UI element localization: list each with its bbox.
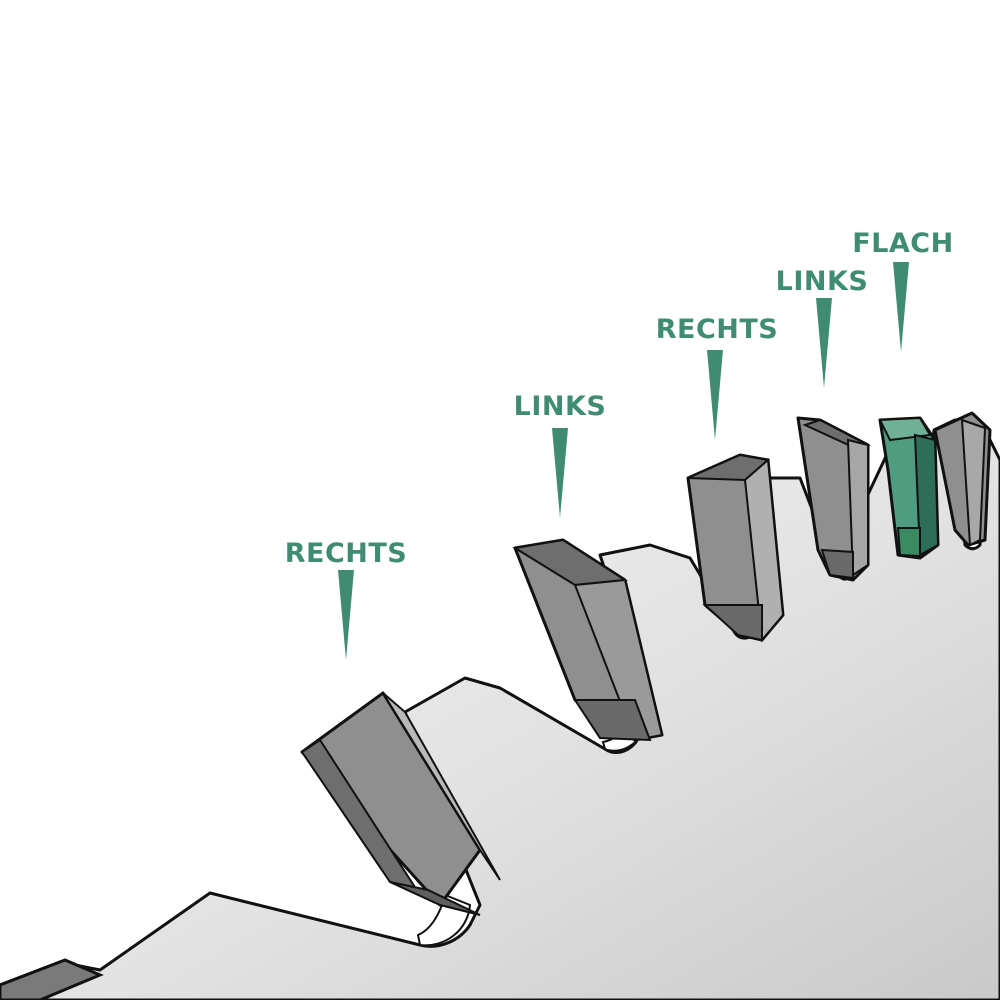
label-rechts-2: RECHTS <box>656 314 779 345</box>
pointer-rechts-1 <box>338 570 354 660</box>
label-links-1: LINKS <box>514 391 607 422</box>
tooth-links-2 <box>796 416 871 582</box>
tooth-flach <box>878 416 940 560</box>
label-rechts-1: RECHTS <box>285 538 408 569</box>
tooth-partial-right <box>933 411 992 547</box>
tooth-rechts-2 <box>686 453 785 643</box>
tooth-partial <box>0 958 104 1000</box>
pointer-rechts-2 <box>707 350 723 440</box>
label-links-2: LINKS <box>776 266 869 297</box>
pointer-links-1 <box>552 428 568 518</box>
pointer-flach <box>893 262 909 352</box>
tooth-rechts-1 <box>300 691 501 916</box>
tooth-links-1 <box>512 538 664 742</box>
pointer-links-2 <box>816 298 832 388</box>
label-flach: FLACH <box>852 228 953 259</box>
